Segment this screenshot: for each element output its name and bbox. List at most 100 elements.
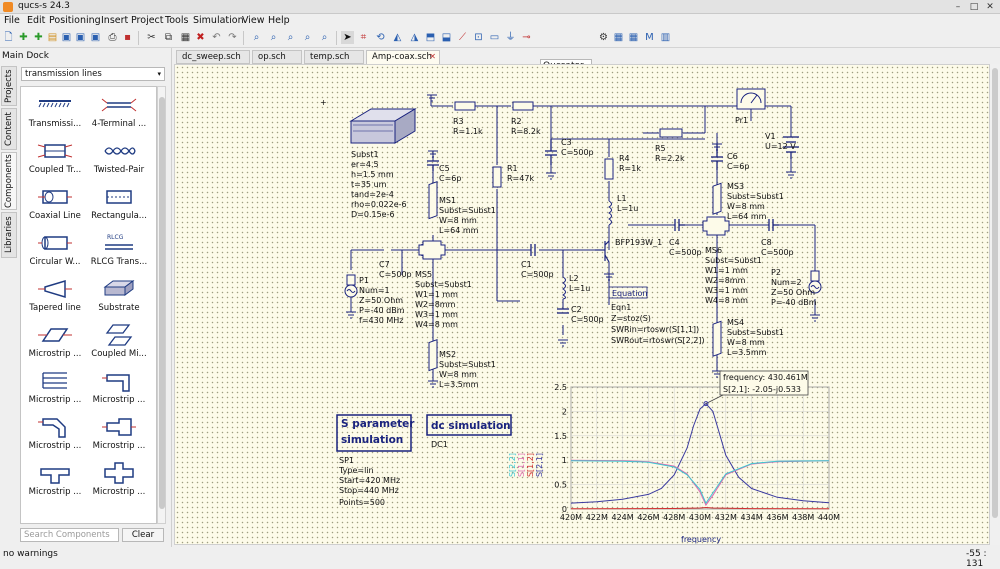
component-item[interactable]: Coaxial Line: [23, 181, 87, 225]
tab-content[interactable]: Content: [1, 108, 17, 150]
menu-view[interactable]: View: [242, 15, 265, 26]
diagram-icon[interactable]: ▥: [660, 32, 671, 43]
label-icon[interactable]: ⊡: [474, 32, 483, 43]
component-item[interactable]: Transmissi...: [23, 89, 87, 133]
menu-positioning[interactable]: Positioning: [49, 15, 101, 26]
component-scrollbar[interactable]: [157, 86, 166, 524]
component-item[interactable]: Tapered line: [23, 273, 87, 317]
ground-icon[interactable]: ⏚: [505, 32, 516, 43]
enter-subcircuit-icon[interactable]: ⬒: [425, 32, 436, 43]
port-icon[interactable]: ⊸: [522, 32, 531, 43]
equation-block: Equation Eqn1 Z=stoz(S) SWRin=rtoswr(S[1…: [608, 286, 705, 345]
component-item[interactable]: Microstrip ...: [87, 411, 151, 455]
component-item[interactable]: Microstrip ...: [23, 457, 87, 501]
view-all-icon[interactable]: ⌕: [253, 32, 260, 43]
save-all-icon[interactable]: ▣: [75, 32, 86, 43]
component-item[interactable]: Coupled Tr...: [23, 135, 87, 179]
equation-icon[interactable]: ▭: [489, 32, 500, 43]
svg-text:W4=8 mm: W4=8 mm: [415, 320, 458, 329]
circular-waveguide-icon: [38, 236, 72, 250]
menu-insert[interactable]: Insert: [101, 15, 129, 26]
port-symbols: [344, 270, 822, 298]
menu-tools[interactable]: Tools: [165, 15, 189, 26]
svg-text:L=3.5mm: L=3.5mm: [439, 380, 479, 389]
tab-projects[interactable]: Projects: [1, 66, 17, 106]
component-item[interactable]: Rectangula...: [87, 181, 151, 225]
redo-icon[interactable]: ↷: [228, 32, 237, 43]
open-icon[interactable]: ▤: [47, 32, 58, 43]
simulate-gear-icon[interactable]: ⚙: [599, 32, 608, 43]
tab-dc-sweep[interactable]: dc_sweep.sch: [176, 50, 250, 64]
mirror-x-icon[interactable]: ◭: [393, 32, 402, 43]
svg-text:Subst=Subst1: Subst=Subst1: [727, 192, 784, 201]
svg-text:dc simulation: dc simulation: [431, 420, 511, 432]
svg-text:L1: L1: [617, 194, 627, 203]
print-icon[interactable]: ⎙: [108, 32, 117, 43]
close-icon[interactable]: ✕: [986, 2, 994, 12]
component-item[interactable]: Microstrip ...: [23, 365, 87, 409]
search-components-input[interactable]: Search Components: [20, 528, 119, 542]
component-item[interactable]: Twisted-Pair: [87, 135, 151, 179]
menu-project[interactable]: Project: [131, 15, 164, 26]
tab-libraries[interactable]: Libraries: [1, 212, 17, 258]
menu-help[interactable]: Help: [268, 15, 290, 26]
new-text-icon[interactable]: ✚: [19, 32, 28, 43]
component-item[interactable]: Microstrip ...: [87, 365, 151, 409]
view-selected-icon[interactable]: ⌕: [270, 32, 277, 43]
component-item[interactable]: Microstrip ...: [23, 319, 87, 363]
set-marker-icon[interactable]: M: [645, 32, 654, 43]
edit-properties-icon[interactable]: ⌗: [360, 32, 367, 43]
undo-icon[interactable]: ↶: [212, 32, 221, 43]
menu-file[interactable]: File: [4, 15, 20, 26]
component-item[interactable]: RLCG RLCG Trans...: [87, 227, 151, 271]
component-item[interactable]: Circular W...: [23, 227, 87, 271]
zoom-in-icon[interactable]: ⌕: [304, 32, 311, 43]
view-data-icon[interactable]: ▦: [613, 32, 624, 43]
zoom-1-1-icon[interactable]: ⌕: [287, 32, 294, 43]
rotate-icon[interactable]: ⟲: [376, 32, 385, 43]
canvas-scrollbar[interactable]: [990, 64, 1000, 545]
select-pointer-icon[interactable]: ➤: [341, 31, 354, 44]
maximize-icon[interactable]: □: [969, 2, 979, 12]
status-bar: no warnings -55 : 131: [0, 547, 1000, 569]
close-tab-icon[interactable]: ✕: [429, 52, 436, 61]
save-as-icon[interactable]: ▣: [90, 32, 101, 43]
exit-subcircuit-icon[interactable]: ⬓: [441, 32, 452, 43]
menu-simulation[interactable]: Simulation: [193, 15, 244, 26]
inductors: [562, 200, 612, 300]
new-schematic-icon[interactable]: ✚: [34, 32, 43, 43]
window-title: qucs-s 24.3: [18, 1, 70, 11]
new-file-icon[interactable]: 🗋: [4, 32, 13, 43]
component-item[interactable]: Substrate: [87, 273, 151, 317]
svg-text:L=3.5mm: L=3.5mm: [727, 348, 767, 357]
save-icon[interactable]: ▣: [61, 32, 72, 43]
delete-icon[interactable]: ✖: [196, 32, 205, 43]
x-tick-label: 434M: [741, 513, 763, 522]
tab-components[interactable]: Components: [1, 152, 17, 210]
wire-icon[interactable]: ⟋: [459, 32, 466, 43]
zoom-out-icon[interactable]: ⌕: [321, 32, 328, 43]
menu-bar: File Edit Positioning Insert Project Too…: [0, 14, 1000, 28]
close-file-icon[interactable]: ▪: [124, 32, 131, 43]
cut-icon[interactable]: ✂: [147, 32, 156, 43]
dc-bias-icon[interactable]: ▦: [628, 32, 639, 43]
menu-edit[interactable]: Edit: [27, 15, 46, 26]
clear-button[interactable]: Clear: [122, 528, 164, 542]
paste-icon[interactable]: ▦: [180, 32, 191, 43]
tab-op[interactable]: op.sch: [252, 50, 302, 64]
component-item[interactable]: 4-Terminal ...: [87, 89, 151, 133]
category-select[interactable]: transmission lines▾: [21, 67, 165, 81]
component-item[interactable]: Coupled Mi...: [87, 319, 151, 363]
x-axis-label: frequency: [681, 535, 721, 544]
copy-icon[interactable]: ⧉: [164, 32, 173, 43]
voltage-source-v1: [783, 136, 799, 159]
svg-text:R=2.2k: R=2.2k: [655, 154, 685, 163]
tab-amp-coax[interactable]: Amp-coax.sch✕: [366, 50, 440, 64]
schematic-canvas[interactable]: +: [174, 64, 990, 545]
component-item[interactable]: Microstrip ...: [87, 457, 151, 501]
component-item[interactable]: Microstrip ...: [23, 411, 87, 455]
mirror-y-icon[interactable]: ◮: [410, 32, 419, 43]
minimize-icon[interactable]: –: [955, 2, 961, 12]
tab-temp[interactable]: temp.sch: [304, 50, 364, 64]
